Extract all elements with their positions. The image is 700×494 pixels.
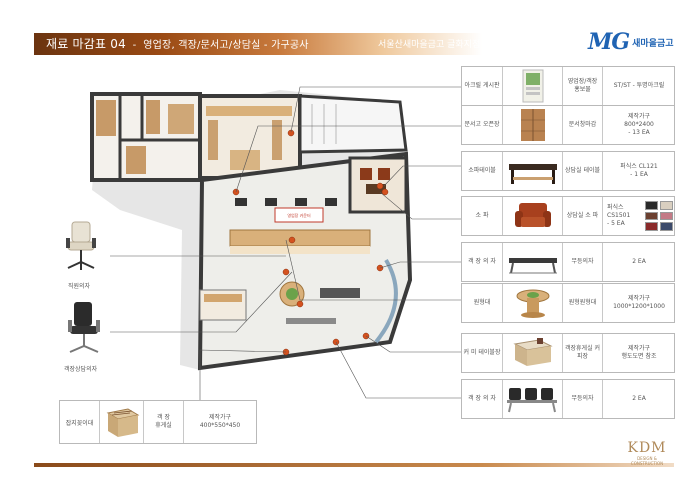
row-label: 무등의자 [563,380,603,418]
shelf [96,100,116,136]
title-prefix: 재료 마감표 04 [46,37,126,51]
row-spec: 제작가구 행도도면 참조 [621,345,657,360]
row-spec: 제작가구 400*550*450 [199,414,241,429]
finish-row-acrylic-board: 아크릴 게시판 영업장/객장 홍보물 ST/ST - 투명아크릴 [461,66,675,106]
kdm-logo-mark: KDM [627,440,667,456]
swatch-red [645,222,658,231]
customer-bench [320,288,360,298]
open-shelf-image [503,106,563,144]
row-spec: 퍼식스 CS1501 - 5 EA [607,204,631,227]
cabinet [204,294,242,302]
round-table-plant [286,288,298,300]
floor-plan-drawing: 영업장 카운터 [90,90,413,371]
coffee-cabinet-image [503,334,563,372]
shelf [146,100,160,134]
row-spec: 제작가구 1000*1200*1000 [613,295,665,310]
row-label: 상담실 소 파 [563,197,603,235]
row-name: 객 장 의 자 [462,243,503,281]
swatch-beige [660,201,673,210]
row-spec: 2 EA [632,258,646,265]
customer-bench [286,318,336,324]
staff-chair-label: 직원의자 [68,283,91,290]
row-name: 문서고 오픈장 [462,106,503,144]
chair [295,198,307,206]
round-table-image [503,284,563,322]
row-spec: 2 EA [632,395,646,402]
mg-logo: MG 새마을금고 [588,28,678,56]
chair [235,198,247,206]
consult-chair-label: 객장상담의자 [64,366,98,373]
row-name: 잡지꽂이대 [60,401,100,443]
sofa-image [503,197,563,235]
row-name: 소파테이블 [462,152,503,190]
row-label: 객장휴게실 커피장 [563,334,603,372]
consult-chair-icon [68,302,100,353]
chair [325,198,337,206]
finish-row-round-table: 원형대 원형원형대 제작가구 1000*1200*1000 [461,283,675,323]
swatch-navy [660,222,673,231]
shelf [168,104,194,134]
open-shelf [206,106,292,116]
row-label: 문서창마감 [563,106,603,144]
swatch-black [645,201,658,210]
row-name: 원형대 [462,284,503,322]
swatch-brown [645,211,658,221]
floor-plan: 영업장 카운터 [80,80,420,380]
desk [230,150,260,170]
finish-row-coffee-cabinet: 커 미 테이블장 객장휴게실 커피장 제작가구 행도도면 참조 [461,333,675,373]
counter-sign-text: 영업장 카운터 [287,212,311,218]
row-name: 아크릴 게시판 [462,67,503,105]
logo-mark: MG [588,29,630,55]
row-label: 영업장/객장 홍보물 [563,67,603,105]
bench-seats-image [503,380,563,418]
staff-chair [62,220,100,276]
row-label: 무등의자 [563,243,603,281]
open-shelf [272,120,282,160]
row-label: 원형원형대 [563,284,603,322]
header-bar [34,33,482,55]
shelf [126,146,146,174]
sofa [378,168,390,180]
finish-row-sofa-table: 소파테이블 상담실 테이블 퍼식스 CL121 - 1 EA [461,151,675,191]
finish-row-sofa: 소 파 상담실 소 파 퍼식스 CS1501 - 5 EA [461,196,675,236]
fabric-swatches [643,199,675,233]
sofa-table-image [503,152,563,190]
swatch-pink [660,211,673,221]
counter-sign [274,207,324,223]
finish-row-archive-shelf: 문서고 오픈장 문서창마감 제작가구 800*2400 - 13 EA [461,105,675,145]
row-spec: 퍼식스 CL121 - 1 EA [620,163,658,178]
finish-row-magazine-rack: 잡지꽂이대 객 장 휴게실 제작가구 400*550*450 [59,400,257,444]
acrylic-board-image [503,67,563,105]
bench-image [503,243,563,281]
counter-front [230,246,370,254]
staff-chair-icon [66,221,96,270]
logo-text: 새마을금고 [632,38,674,49]
row-spec: 제작가구 800*2400 - 13 EA [624,113,654,136]
row-name: 소 파 [462,197,503,235]
row-name: 커 미 테이블장 [462,334,503,372]
title-separator: - [132,40,137,51]
customer-consult-chair [64,300,104,358]
finish-row-customer-chair: 객 장 의 자 무등의자 2 EA [461,242,675,282]
row-label: 객 장 휴게실 [144,401,184,443]
kdm-logo: KDM DESIGN & CONSTRUCTION [624,440,670,466]
branch-subtitle: 서울산새마을금고 글화지점 [378,40,481,50]
row-name: 객 장 의 자 [462,380,503,418]
finish-row-customer-chair-2: 객 장 의 자 무등의자 2 EA [461,379,675,419]
stair-area [298,94,408,154]
footer-bar [34,463,674,467]
sofa [360,168,372,180]
page-title: 재료 마감표 04 - 영업장, 객장/문서고/상담실 - 가구공사 [46,36,309,52]
row-label: 상담실 테이블 [563,152,603,190]
chair [265,198,277,206]
title-rest: 영업장, 객장/문서고/상담실 - 가구공사 [143,40,309,51]
counter [229,229,371,247]
magazine-rack-image [100,401,144,443]
row-spec: ST/ST - 투명아크릴 [613,82,665,89]
open-shelf [208,120,218,160]
kdm-logo-sub: DESIGN & CONSTRUCTION [630,456,664,466]
